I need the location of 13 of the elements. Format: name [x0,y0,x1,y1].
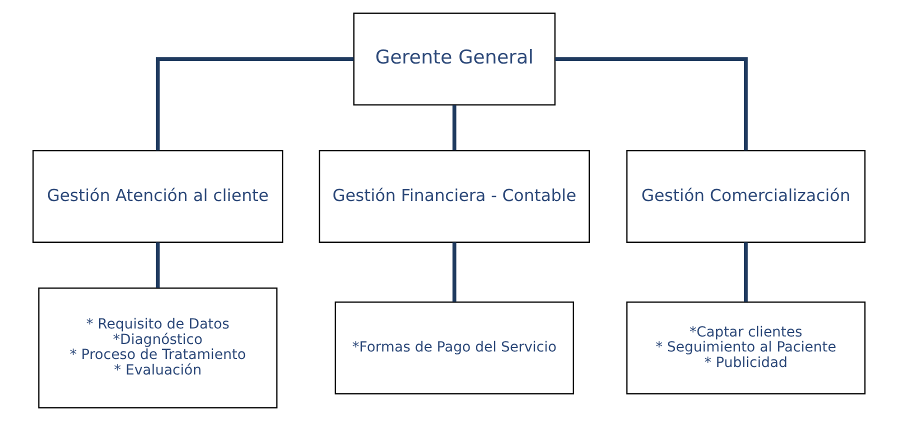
connector [554,57,748,150]
connector [743,242,748,302]
node-box: Gestión Atención al cliente [32,150,283,243]
node-box: Gestión Financiera - Contable [318,150,590,243]
connector [452,105,456,150]
node-box: *Captar clientes * Seguimiento al Paciente * Publicidad [626,302,866,394]
connector [155,57,354,150]
node-box: Gerente General [352,12,556,106]
node-box: *Formas de Pago del Servicio [334,302,574,394]
node-box: * Requisito de Datos *Diagnóstico * Proceso de Tratamiento * Evaluación [38,288,277,408]
node-box: Gestión Comercialización [626,150,866,243]
connector [155,242,160,288]
connector [452,242,456,302]
